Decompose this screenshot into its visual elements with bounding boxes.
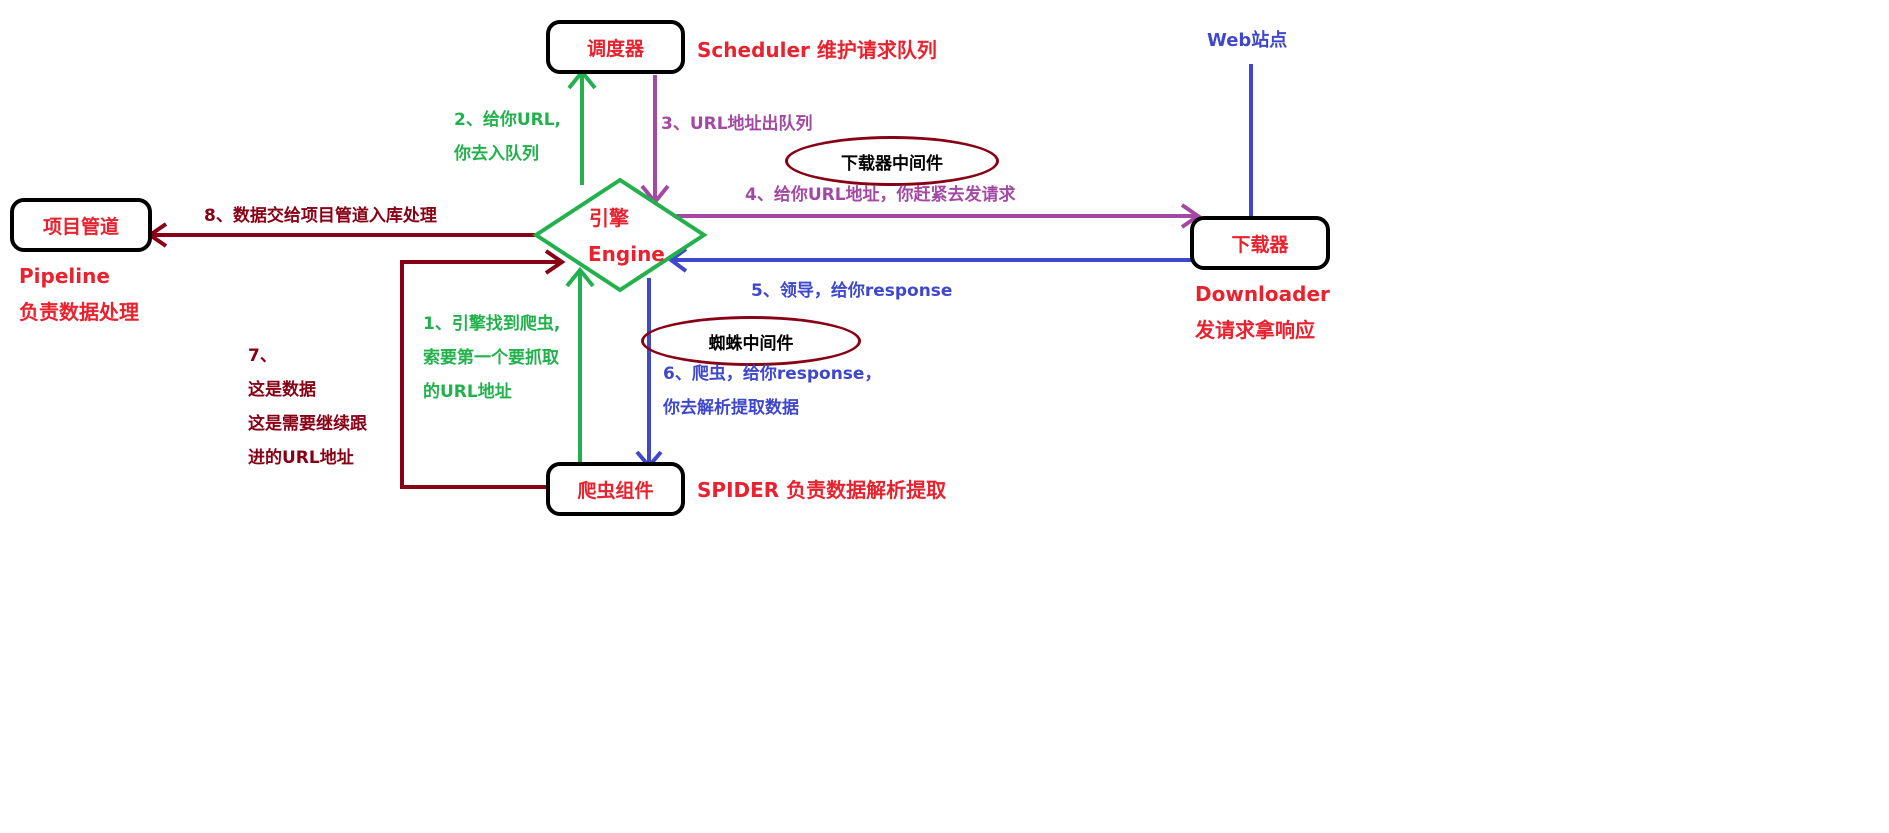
arrow-step-8	[146, 222, 536, 248]
downloader-description-en: Downloader	[1195, 282, 1330, 306]
engine-label-cn: 引擎	[589, 206, 629, 230]
arrow-step-7	[400, 249, 566, 489]
pipeline-description-cn: 负责数据处理	[19, 300, 139, 324]
arrow-step-2	[567, 68, 597, 185]
step-7-label-line4: 进的URL地址	[248, 448, 354, 468]
step-6-label-line1: 6、爬虫，给你response，	[663, 364, 882, 384]
step-1-label-line1: 1、引擎找到爬虫,	[423, 314, 561, 334]
step-5-label: 5、领导，给你response	[751, 281, 953, 301]
step-1-label-line2: 索要第一个要抓取	[423, 348, 559, 368]
step-7-label-line1: 7、	[248, 346, 277, 366]
arrow-step-1	[565, 266, 595, 466]
scheduler-box: 调度器	[546, 20, 685, 74]
step-8-label: 8、数据交给项目管道入库处理	[204, 206, 437, 226]
spider-box: 爬虫组件	[546, 462, 685, 516]
step-6-label-line2: 你去解析提取数据	[663, 398, 799, 418]
scheduler-description: Scheduler 维护请求队列	[697, 38, 937, 62]
spider-description: SPIDER 负责数据解析提取	[697, 478, 947, 502]
arrow-step-4	[674, 203, 1202, 229]
pipeline-description-en: Pipeline	[19, 264, 110, 288]
step-2-label-line1: 2、给你URL,	[454, 110, 562, 130]
step-7-label-line3: 这是需要继续跟	[248, 414, 367, 434]
website-label: Web站点	[1207, 30, 1288, 51]
arrow-step-5	[667, 247, 1196, 273]
downloader-middleware-label: 下载器中间件	[841, 153, 943, 174]
spider-middleware-oval: 蜘蛛中间件	[641, 316, 861, 366]
downloader-label: 下载器	[1231, 233, 1289, 256]
downloader-box: 下载器	[1190, 216, 1330, 270]
engine-label-en: Engine	[588, 242, 665, 266]
spider-middleware-label: 蜘蛛中间件	[708, 333, 794, 354]
pipeline-box: 项目管道	[10, 198, 152, 252]
scheduler-label: 调度器	[586, 37, 644, 60]
pipeline-label: 项目管道	[42, 215, 119, 238]
step-7-label-line2: 这是数据	[248, 380, 316, 400]
step-1-label-line3: 的URL地址	[423, 382, 512, 402]
spider-label: 爬虫组件	[577, 479, 654, 502]
downloader-description-cn: 发请求拿响应	[1195, 318, 1315, 342]
downloader-middleware-oval: 下载器中间件	[785, 136, 999, 186]
step-2-label-line2: 你去入队列	[454, 144, 539, 164]
step-3-label: 3、URL地址出队列	[661, 114, 813, 134]
arrow-step-6	[635, 278, 663, 470]
engine-diamond	[532, 177, 708, 293]
step-4-label: 4、给你URL地址，你赶紧去发请求	[745, 185, 1016, 205]
arrow-step-3	[640, 75, 670, 206]
